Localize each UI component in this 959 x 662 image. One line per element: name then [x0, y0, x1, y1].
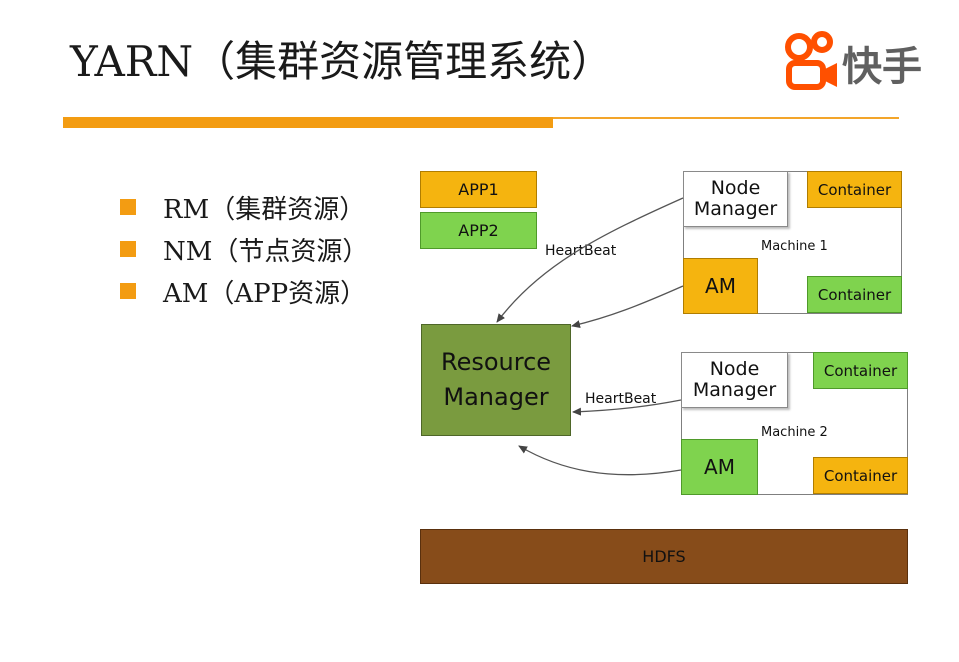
kuaishou-logo-icon — [785, 31, 837, 90]
machine-2-container-bottom: Container — [813, 457, 908, 494]
bullet-square-icon — [120, 283, 136, 299]
title-underline-thick — [63, 117, 553, 128]
logo-wordmark: 快手 — [842, 44, 922, 90]
bullet-list: RM（集群资源） NM（节点资源） AM（APP资源） — [120, 186, 368, 312]
bullet-item: RM（集群资源） — [120, 186, 368, 228]
bullet-text: RM（集群资源） — [163, 194, 366, 225]
machine-1-label: Machine 1 — [761, 239, 828, 254]
machine-1-container-top: Container — [807, 171, 902, 208]
bullet-text: NM（节点资源） — [163, 236, 369, 267]
bullet-square-icon — [120, 199, 136, 215]
bullet-item: NM（节点资源） — [120, 228, 368, 270]
machine-2-am: AM — [681, 439, 758, 495]
bullet-item: AM（APP资源） — [120, 270, 368, 312]
title-underline-thin — [553, 117, 899, 119]
resource-manager-box: Resource Manager — [421, 324, 571, 436]
heartbeat-label-2: HeartBeat — [585, 391, 657, 407]
heartbeat-arrow-machine-2 — [572, 399, 682, 416]
machine-1-am: AM — [683, 258, 758, 314]
hdfs-box: HDFS — [420, 529, 908, 584]
slide-title: YARN（集群资源管理系统） — [70, 37, 614, 86]
machine-1-node-manager: Node Manager — [683, 171, 788, 227]
app1-box: APP1 — [420, 171, 537, 208]
am-arrow-machine-1 — [571, 285, 684, 329]
am-arrow-machine-2 — [518, 445, 682, 476]
app2-box: APP2 — [420, 212, 537, 249]
heartbeat-label-1: HeartBeat — [545, 243, 617, 259]
machine-2-label: Machine 2 — [761, 425, 828, 440]
machine-2-node-manager: Node Manager — [681, 352, 788, 408]
bullet-square-icon — [120, 241, 136, 257]
machine-2-container-top: Container — [813, 352, 908, 389]
kuaishou-logo: 快手 — [782, 26, 954, 98]
bullet-text: AM（APP资源） — [163, 278, 367, 309]
machine-1-container-bottom: Container — [807, 276, 902, 313]
heartbeat-arrow-machine-1 — [496, 197, 684, 323]
